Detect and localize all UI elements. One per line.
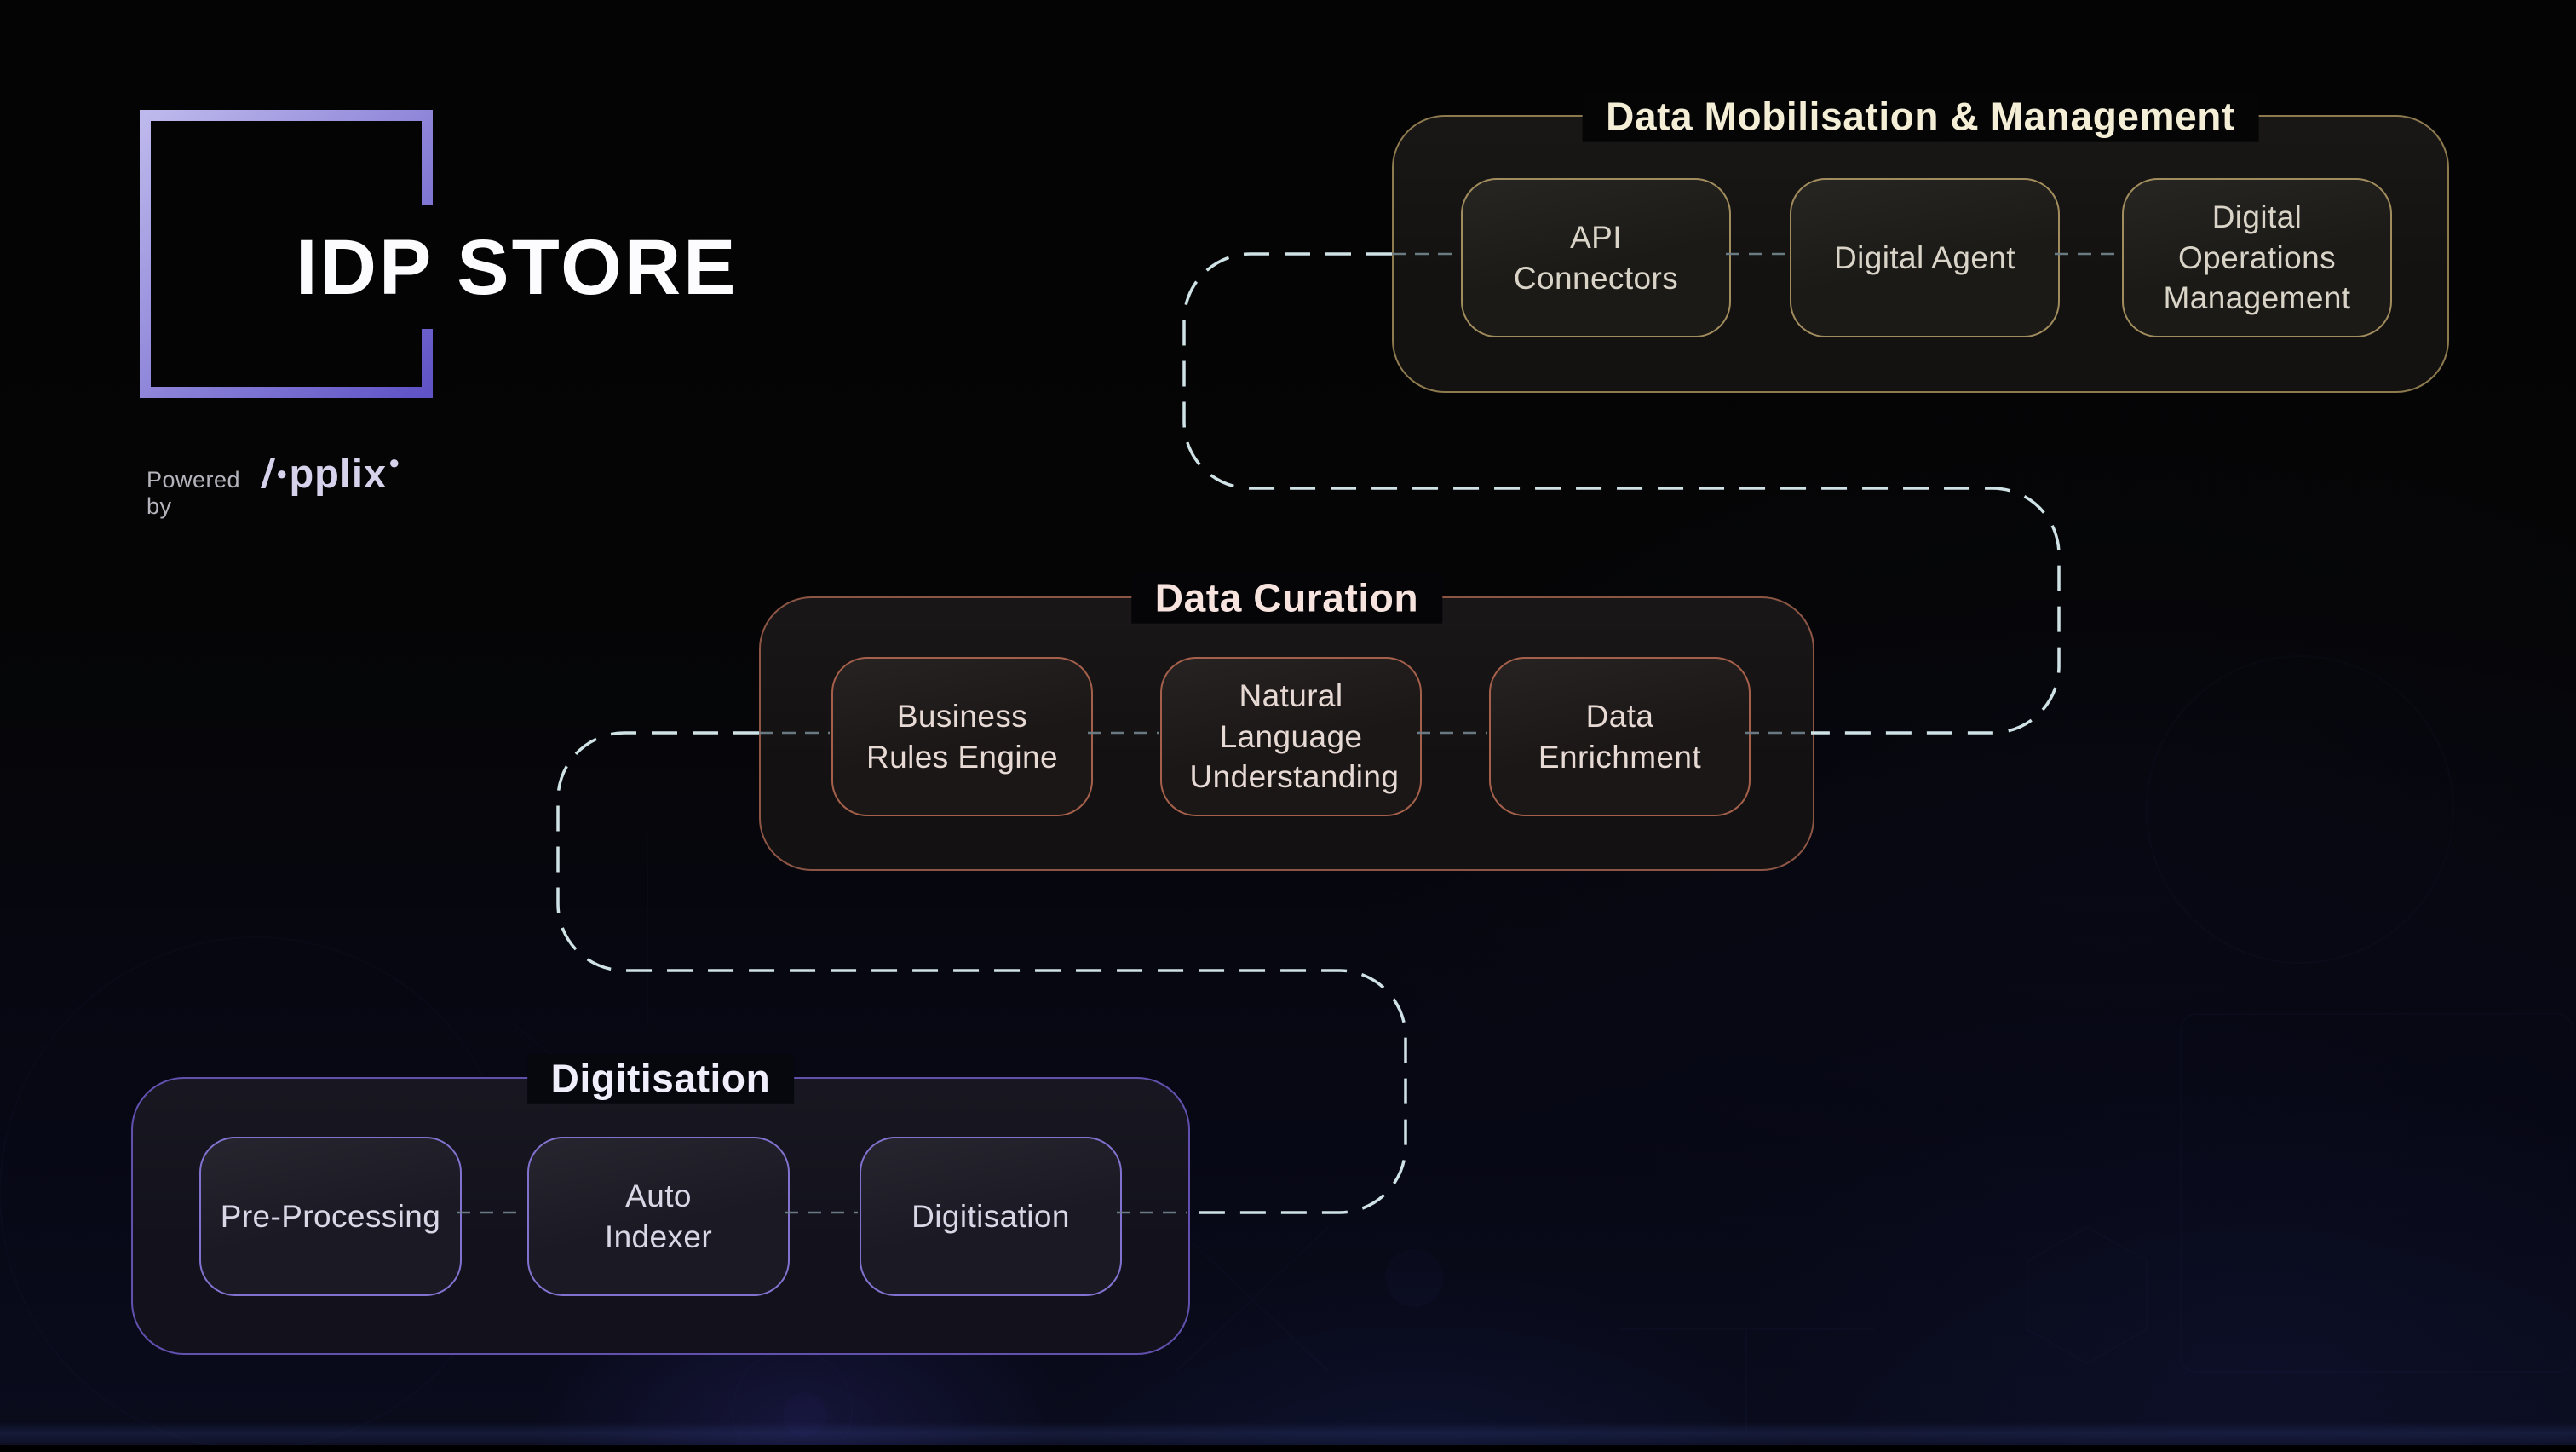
node-data-enrichment: Data Enrichment — [1489, 657, 1751, 816]
bottom-glow-band — [0, 1422, 2576, 1446]
node-label: Digital Operations Management — [2163, 199, 2351, 316]
node-api-connectors: API Connectors — [1461, 178, 1731, 337]
applix-brand-logo: /●pplix● — [259, 450, 401, 497]
idp-logo-frame — [140, 110, 433, 398]
brand-text: pplix — [289, 451, 388, 496]
powered-by-row: Powered by /●pplix● — [147, 450, 400, 520]
brand-dot-glyph: ● — [276, 463, 289, 484]
brand-slash-glyph: / — [259, 451, 278, 496]
group-digitisation: Digitisation Pre-Processing Auto Indexer… — [131, 1053, 1190, 1355]
node-digital-agent: Digital Agent — [1790, 178, 2060, 337]
node-label: Data Enrichment — [1538, 699, 1702, 775]
node-label: Business Rules Engine — [866, 699, 1058, 775]
node-label: Digital Agent — [1834, 239, 2015, 275]
node-label: Pre-Processing — [220, 1198, 441, 1234]
node-label: Digitisation — [911, 1198, 1070, 1234]
bottom-edge-strip — [0, 1445, 2576, 1452]
app-title: IDP STORE — [296, 224, 739, 311]
node-label: API Connectors — [1513, 220, 1679, 296]
node-label: Natural Language Understanding — [1189, 678, 1400, 795]
group-data-curation: Data Curation Business Rules Engine Natu… — [759, 573, 1814, 871]
node-natural-language-understanding: Natural Language Understanding — [1160, 657, 1422, 816]
group-title-digitisation: Digitisation — [526, 1053, 795, 1104]
node-digital-operations-management: Digital Operations Management — [2122, 178, 2392, 337]
node-digitisation: Digitisation — [860, 1137, 1122, 1296]
brand-top-dot-glyph: ● — [388, 452, 401, 473]
group-title-data-curation: Data Curation — [1130, 573, 1443, 624]
group-title-data-mobilisation: Data Mobilisation & Management — [1582, 91, 2259, 142]
powered-by-label: Powered by — [147, 467, 241, 519]
node-label: Auto Indexer — [604, 1178, 713, 1254]
node-business-rules-engine: Business Rules Engine — [831, 657, 1093, 816]
node-auto-indexer: Auto Indexer — [527, 1137, 790, 1296]
group-data-mobilisation: Data Mobilisation & Management API Conne… — [1392, 91, 2449, 393]
node-pre-processing: Pre-Processing — [199, 1137, 462, 1296]
